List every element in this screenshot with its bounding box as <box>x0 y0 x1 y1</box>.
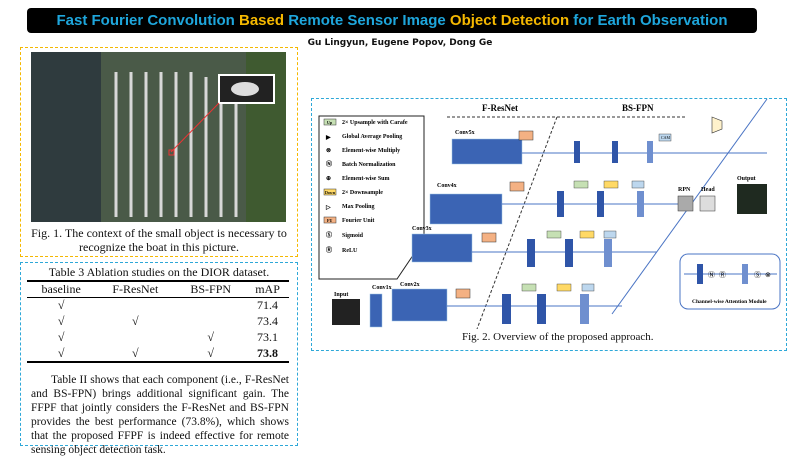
title-part: for Earth Observation <box>573 12 728 29</box>
cell: √ <box>207 330 214 344</box>
section-bs-fpn: BS-FPN <box>622 103 654 113</box>
legend-item: 2× Downsample <box>342 190 383 196</box>
rpn-block <box>677 195 694 212</box>
sum-icon: ⊕ <box>326 176 331 182</box>
legend-item: 2× Upsample with Carafe <box>342 120 408 126</box>
head-label: Head <box>701 187 715 193</box>
legend-item: Element-wise Multiply <box>342 148 400 154</box>
ablation-panel: Table 3 Ablation studies on the DIOR dat… <box>20 262 298 456</box>
legend-tag: Down <box>325 190 336 195</box>
figure-2-panel: Up 2× Upsample with Carafe ▶ Global Avera… <box>311 98 787 351</box>
cell: √ <box>207 345 214 360</box>
multiply-icon: ⊗ <box>326 148 331 154</box>
rpn-label: RPN <box>678 187 691 193</box>
cell: 73.4 <box>257 314 279 328</box>
legend-item: Batch Normalization <box>342 162 396 168</box>
cell <box>95 330 175 346</box>
bn-icon: Ⓝ <box>708 271 715 279</box>
gap-icon: ▶ <box>325 134 331 141</box>
cell: 71.4 <box>257 298 279 313</box>
stage-label: Conv3x <box>412 226 432 232</box>
title-part: Based <box>239 12 289 29</box>
cam-module-label: Channel-wise Attention Module <box>692 299 767 305</box>
bn-icon: Ⓝ <box>326 160 332 168</box>
poster-title: Fast Fourier Convolution Based Remote Se… <box>27 8 757 33</box>
cell <box>175 314 246 330</box>
cell: √ <box>57 330 65 344</box>
column-header: F-ResNet <box>112 282 159 296</box>
output-label: Output <box>737 176 756 182</box>
figure-1-panel: Fig. 1. The context of the small object … <box>20 47 298 257</box>
table-caption: Table 3 Ablation studies on the DIOR dat… <box>48 265 270 279</box>
input-image <box>332 299 360 325</box>
cam-tag: CAM <box>661 135 671 140</box>
input-label: Input <box>334 292 348 298</box>
stage-label: Conv1x <box>372 285 392 291</box>
table-row: √ √ √ 73.8 <box>27 346 289 362</box>
section-f-resnet: F-ResNet <box>482 103 518 113</box>
maxpool-icon: ▷ <box>325 204 331 211</box>
head-block <box>699 195 716 212</box>
cell: √ <box>57 314 65 328</box>
column-header: mAP <box>255 282 280 296</box>
legend-item: Sigmoid <box>342 233 364 239</box>
legend-tag: FU <box>327 218 332 223</box>
legend-item: ReLU <box>342 248 358 254</box>
table-row: √ √ 73.4 <box>27 314 289 330</box>
legend-tag: Up <box>327 120 333 125</box>
cell: 73.8 <box>257 345 279 360</box>
relu-icon: Ⓡ <box>326 246 332 254</box>
pooling-shape <box>711 116 723 134</box>
figure-2-caption: Fig. 2. Overview of the proposed approac… <box>462 331 654 343</box>
output-image <box>737 184 767 214</box>
multiply-icon: ⊗ <box>765 271 771 279</box>
cell: 73.1 <box>257 330 279 344</box>
title-part: Fast Fourier Convolution <box>56 12 239 29</box>
cam-module-box <box>679 253 781 310</box>
cell: √ <box>57 298 65 313</box>
table-row: √ √ 73.1 <box>27 330 289 346</box>
figure-1-caption: Fig. 1. The context of the small object … <box>31 226 287 254</box>
cell: √ <box>132 314 139 328</box>
cell <box>175 298 246 314</box>
stage-label: Conv4x <box>437 183 457 189</box>
column-header: BS-FPN <box>190 282 232 296</box>
sigmoid-icon: Ⓢ <box>754 271 761 279</box>
authors: Gu Lingyun, Eugene Popov, Dong Ge <box>307 38 493 48</box>
legend-item: Element-wise Sum <box>342 176 390 182</box>
legend-box <box>318 115 425 280</box>
results-paragraph: Table II shows that each component (i.e.… <box>31 373 289 456</box>
column-header: baseline <box>41 282 81 296</box>
title-part: Remote Sensor Image <box>288 12 450 29</box>
architecture-diagram: Up 2× Upsample with Carafe ▶ Global Avera… <box>318 99 781 329</box>
legend-item: Global Average Pooling <box>342 134 402 140</box>
relu-icon: Ⓡ <box>719 271 726 279</box>
legend-item: Max Pooling <box>342 204 375 210</box>
legend-item: Fourier Unit <box>342 218 374 224</box>
cell <box>95 298 175 314</box>
stage-label: Conv2x <box>400 282 420 288</box>
aerial-harbor-image <box>31 52 286 222</box>
title-part: Object Detection <box>449 12 574 29</box>
ablation-table: baseline F-ResNet BS-FPN mAP √71.4 √√73.… <box>27 280 289 363</box>
cell: √ <box>57 345 65 360</box>
table-row: √ 71.4 <box>27 298 289 314</box>
stage-label: Conv5x <box>455 130 475 136</box>
cell: √ <box>132 345 139 360</box>
sigmoid-icon: Ⓢ <box>326 231 332 239</box>
